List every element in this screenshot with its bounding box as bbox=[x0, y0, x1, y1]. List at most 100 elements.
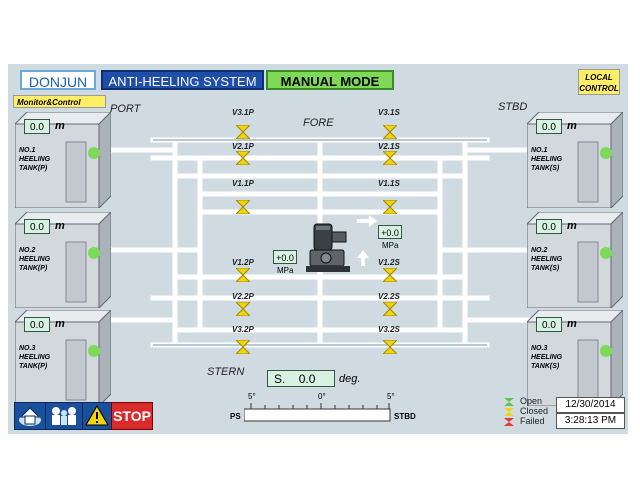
valve-label-v12p: V1.2P bbox=[232, 258, 254, 267]
heel-stbd-label: STBD bbox=[394, 412, 416, 421]
tank-level-unit: m bbox=[55, 220, 65, 232]
tank-level-unit: m bbox=[567, 318, 577, 330]
legend-failed-icon bbox=[504, 418, 514, 426]
heel-unit: deg. bbox=[339, 373, 361, 385]
tank-level-unit: m bbox=[55, 120, 65, 132]
home-button[interactable] bbox=[14, 402, 46, 430]
valve-label-v11s: V1.1S bbox=[378, 179, 400, 188]
valve-v31p[interactable] bbox=[236, 125, 250, 139]
heel-angle-readout: S. 0.0 bbox=[267, 370, 335, 387]
tank-level-readout: 0.0 bbox=[24, 119, 50, 134]
local-label: LOCAL bbox=[585, 73, 613, 82]
heel-scale-right-tick: 5° bbox=[387, 392, 395, 401]
pressure-left-unit: MPa bbox=[277, 266, 294, 275]
heel-scale-left-tick: 5° bbox=[248, 392, 256, 401]
valve-label-v32p: V3.2P bbox=[232, 325, 254, 334]
system-title: ANTI-HEELING SYSTEM bbox=[101, 70, 264, 90]
valve-label-v21s: V2.1S bbox=[378, 142, 400, 151]
heel-side: S. bbox=[274, 372, 286, 386]
stbd-label: STBD bbox=[498, 101, 528, 113]
valve-v31s[interactable] bbox=[383, 125, 397, 139]
valve-label-v22p: V2.2P bbox=[232, 292, 254, 301]
valve-v11s[interactable] bbox=[383, 200, 397, 214]
monitor-control-button[interactable]: Monitor&Control bbox=[13, 95, 106, 108]
tank-body bbox=[15, 310, 111, 406]
people-icon bbox=[52, 407, 76, 425]
tank-status-indicator bbox=[88, 147, 100, 159]
flow-arrow-icon bbox=[357, 215, 377, 227]
warning-icon bbox=[85, 405, 109, 426]
stern-label: STERN bbox=[207, 366, 245, 378]
tank-status-indicator bbox=[600, 345, 612, 357]
tank-status-indicator bbox=[88, 247, 100, 259]
valve-v21p[interactable] bbox=[236, 151, 250, 165]
valve-v12s[interactable] bbox=[383, 268, 397, 282]
pump-icon[interactable] bbox=[306, 222, 356, 278]
brand-logo: DONJUN bbox=[20, 70, 96, 90]
pressure-right-unit: MPa bbox=[382, 241, 399, 250]
valve-v21s[interactable] bbox=[383, 151, 397, 165]
flow-arrow-icon bbox=[357, 250, 369, 266]
legend-failed-label: Failed bbox=[520, 416, 545, 426]
valve-v11p[interactable] bbox=[236, 200, 250, 214]
valve-label-v31s: V3.1S bbox=[378, 108, 400, 117]
port-label: PORT bbox=[110, 103, 141, 115]
legend-closed-label: Closed bbox=[520, 406, 549, 416]
valve-v12p[interactable] bbox=[236, 268, 250, 282]
valve-v22s[interactable] bbox=[383, 302, 397, 316]
valve-label-v21p: V2.1P bbox=[232, 142, 254, 151]
operators-button[interactable] bbox=[45, 402, 83, 430]
date-display: 12/30/2014 bbox=[556, 397, 625, 413]
legend-open-label: Open bbox=[520, 396, 543, 406]
control-label: CONTROL bbox=[579, 84, 619, 93]
tank-level-readout: 0.0 bbox=[536, 119, 562, 134]
tank-level-unit: m bbox=[567, 220, 577, 232]
tank-level-readout: 0.0 bbox=[24, 219, 50, 234]
heel-scale bbox=[244, 403, 391, 422]
pressure-left-readout: +0.0 bbox=[273, 250, 297, 264]
tank-body bbox=[15, 212, 111, 308]
heel-value: 0.0 bbox=[298, 372, 316, 386]
time-display: 3:28:13 PM bbox=[556, 413, 625, 429]
home-icon bbox=[19, 407, 41, 426]
legend-open-icon bbox=[504, 398, 514, 406]
tank-level-readout: 0.0 bbox=[24, 317, 50, 332]
mode-button[interactable]: MANUAL MODE bbox=[266, 70, 394, 90]
legend-closed-icon bbox=[504, 408, 514, 416]
valve-v32s[interactable] bbox=[383, 340, 397, 354]
valve-label-v12s: V1.2S bbox=[378, 258, 400, 267]
valve-label-v22s: V2.2S bbox=[378, 292, 400, 301]
tank-level-unit: m bbox=[55, 318, 65, 330]
tank-status-indicator bbox=[88, 345, 100, 357]
pressure-right-readout: +0.0 bbox=[378, 225, 402, 239]
valve-v22p[interactable] bbox=[236, 302, 250, 316]
heel-ps-label: PS bbox=[230, 412, 241, 421]
valve-label-v32s: V3.2S bbox=[378, 325, 400, 334]
valve-v32p[interactable] bbox=[236, 340, 250, 354]
tank-level-readout: 0.0 bbox=[536, 317, 562, 332]
tank-status-indicator bbox=[600, 147, 612, 159]
tank-level-readout: 0.0 bbox=[536, 219, 562, 234]
tank-status-indicator bbox=[600, 247, 612, 259]
valve-label-v31p: V3.1P bbox=[232, 108, 254, 117]
tank-body bbox=[527, 212, 623, 308]
valve-label-v11p: V1.1P bbox=[232, 179, 254, 188]
stop-button[interactable]: STOP bbox=[111, 402, 153, 430]
warning-button[interactable] bbox=[82, 402, 112, 430]
fore-label: FORE bbox=[303, 117, 334, 129]
local-control-button[interactable]: LOCAL CONTROL bbox=[578, 69, 620, 95]
tank-level-unit: m bbox=[567, 120, 577, 132]
